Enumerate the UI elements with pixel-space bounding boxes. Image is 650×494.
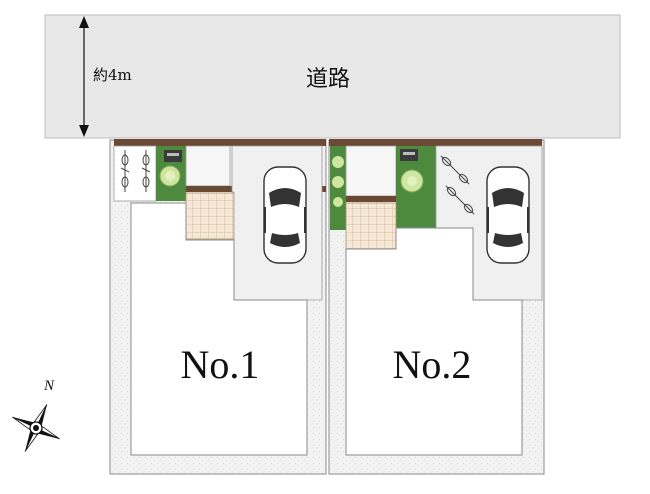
lot-1-bike-area <box>113 145 157 202</box>
car-icon <box>486 166 530 264</box>
car-icon <box>263 166 307 264</box>
lot-2-porch <box>345 202 397 250</box>
lot-2-label: No.2 <box>393 342 472 387</box>
lot-1-porch <box>185 192 235 240</box>
road <box>44 14 621 139</box>
compass-rose-icon <box>12 404 60 452</box>
lot-2: No.2 <box>328 139 545 475</box>
lot-2-building <box>345 227 523 456</box>
bicycle-icon <box>120 150 151 192</box>
road-label: 道路 <box>306 67 350 92</box>
mailbox-icon <box>164 150 182 162</box>
lot-1-label: No.1 <box>181 342 260 387</box>
shrub-icon <box>332 156 344 207</box>
shrub-icon <box>400 169 424 193</box>
shrub-icon <box>159 165 181 187</box>
bicycle-icon <box>440 155 475 215</box>
compass-label: N <box>43 378 55 394</box>
mailbox-icon <box>400 149 418 161</box>
lot-1: No.1 <box>109 139 327 475</box>
road-width-dimension: 約4m <box>79 16 132 137</box>
lot-2-fence <box>329 139 542 146</box>
lot-1-building <box>130 202 308 456</box>
lot-1-fence <box>114 139 326 146</box>
road-width-label: 約4m <box>93 66 132 84</box>
